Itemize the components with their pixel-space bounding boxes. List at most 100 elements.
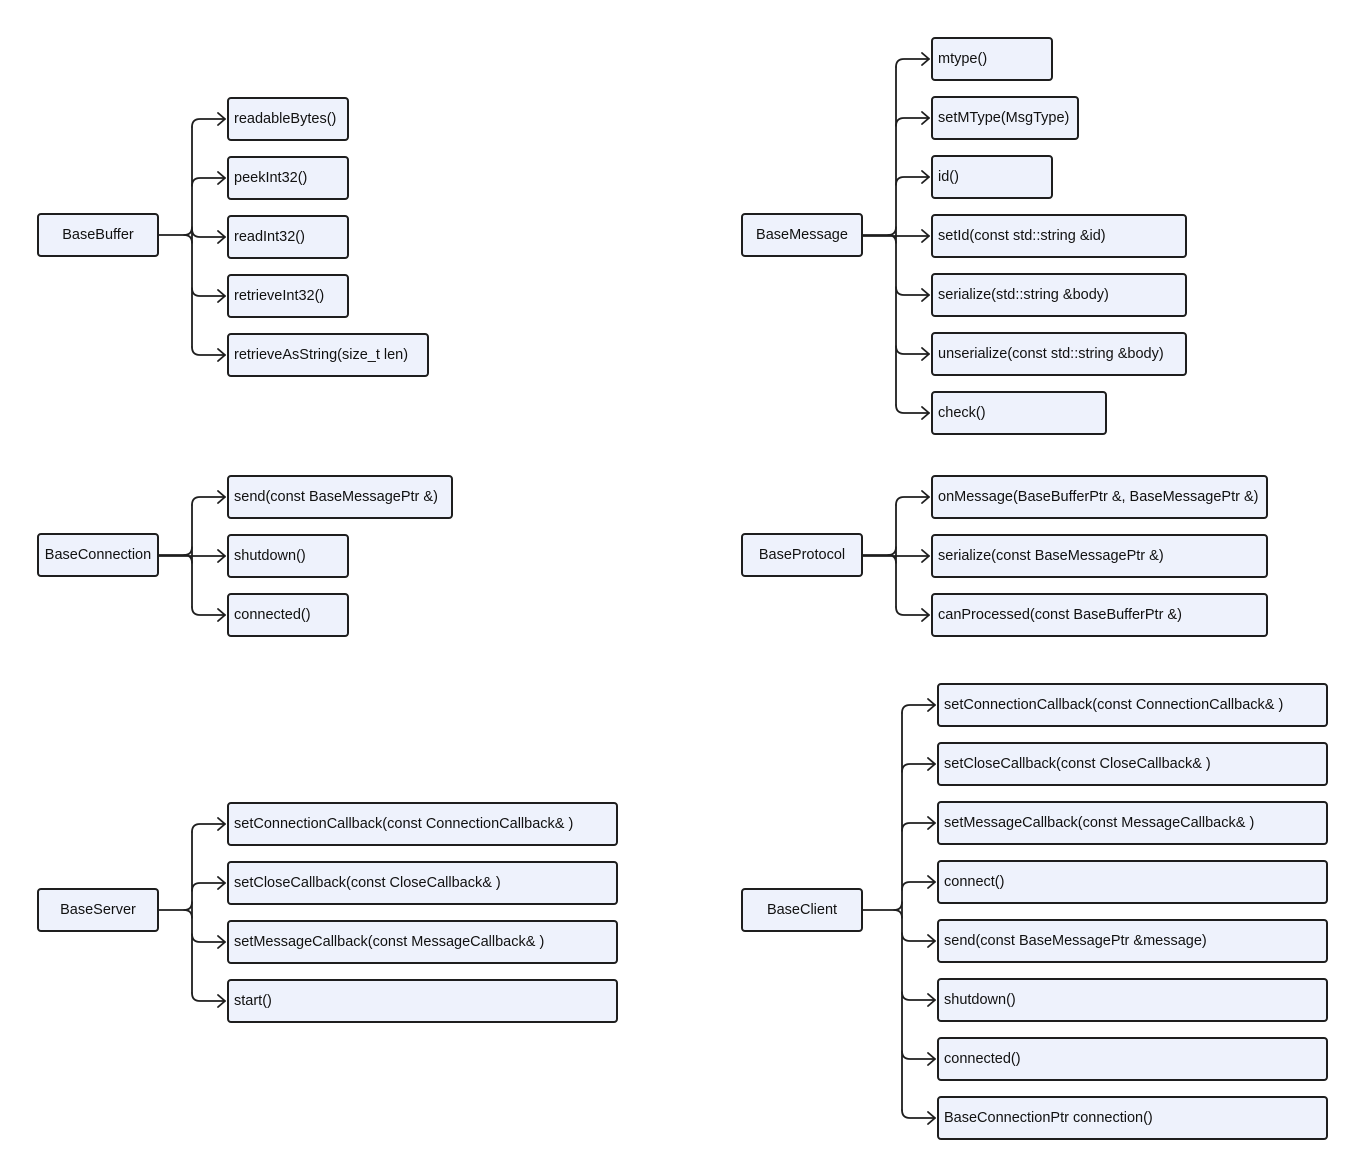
connector-client-branch-4 bbox=[901, 932, 936, 942]
arrowhead-client-1 bbox=[927, 757, 936, 771]
arrowhead-protocol-1 bbox=[921, 549, 930, 563]
method-node-buffer-3: retrieveInt32() bbox=[227, 274, 349, 318]
method-node-connection-1: shutdown() bbox=[227, 534, 349, 578]
method-node-protocol-1-label: serialize(const BaseMessagePtr &) bbox=[938, 547, 1164, 564]
connector-buffer-branch-1 bbox=[191, 177, 226, 187]
arrowhead-connection-2 bbox=[217, 608, 226, 622]
arrowhead-connection-0 bbox=[217, 490, 226, 504]
method-node-buffer-2: readInt32() bbox=[227, 215, 349, 259]
arrowhead-buffer-4 bbox=[217, 348, 226, 362]
method-node-buffer-4-label: retrieveAsString(size_t len) bbox=[234, 346, 409, 363]
arrowhead-message-1 bbox=[921, 111, 930, 125]
connector-client-branch-5 bbox=[901, 991, 936, 1001]
connector-connection-branch-0 bbox=[191, 496, 226, 506]
arrowhead-client-3 bbox=[927, 875, 936, 889]
arrowhead-message-0 bbox=[921, 52, 930, 66]
method-node-message-2: id() bbox=[931, 155, 1053, 199]
connector-buffer-branch-4 bbox=[191, 346, 226, 356]
connector-message-branch-1 bbox=[895, 117, 930, 127]
arrowhead-message-3 bbox=[921, 229, 930, 243]
connector-client-branch-1 bbox=[901, 763, 936, 773]
method-node-buffer-0-label: readableBytes() bbox=[234, 110, 337, 127]
arrowhead-server-0 bbox=[217, 817, 226, 831]
method-node-message-4: serialize(std::string &body) bbox=[931, 273, 1187, 317]
connector-message-branch-6 bbox=[895, 404, 930, 414]
arrowhead-buffer-3 bbox=[217, 289, 226, 303]
method-node-connection-2-label: connected() bbox=[234, 606, 311, 623]
method-node-server-3-label: start() bbox=[234, 992, 272, 1009]
connector-connection-trunk-up bbox=[158, 546, 193, 556]
arrowhead-protocol-2 bbox=[921, 608, 930, 622]
arrowhead-buffer-0 bbox=[217, 112, 226, 126]
connector-client-branch-6 bbox=[901, 1050, 936, 1060]
method-node-client-2: setMessageCallback(const MessageCallback… bbox=[937, 801, 1328, 845]
method-node-buffer-1: peekInt32() bbox=[227, 156, 349, 200]
method-node-message-0: mtype() bbox=[931, 37, 1053, 81]
method-node-buffer-0: readableBytes() bbox=[227, 97, 349, 141]
class-node-buffer-label: BaseBuffer bbox=[62, 226, 134, 243]
arrowhead-message-5 bbox=[921, 347, 930, 361]
method-node-client-2-label: setMessageCallback(const MessageCallback… bbox=[944, 814, 1255, 831]
method-node-client-6: connected() bbox=[937, 1037, 1328, 1081]
connector-server-branch-2 bbox=[191, 933, 226, 943]
method-node-client-5-label: shutdown() bbox=[944, 991, 1016, 1008]
method-node-message-6-label: check() bbox=[938, 404, 986, 421]
method-node-server-3: start() bbox=[227, 979, 618, 1023]
method-node-message-5-label: unserialize(const std::string &body) bbox=[938, 345, 1164, 362]
method-node-client-3: connect() bbox=[937, 860, 1328, 904]
method-node-buffer-4: retrieveAsString(size_t len) bbox=[227, 333, 429, 377]
arrowhead-client-7 bbox=[927, 1111, 936, 1125]
connector-message-branch-5 bbox=[895, 345, 930, 355]
method-node-client-0: setConnectionCallback(const ConnectionCa… bbox=[937, 683, 1328, 727]
connector-message-branch-2 bbox=[895, 176, 930, 186]
class-node-message: BaseMessage bbox=[741, 213, 863, 257]
connector-client-branch-7 bbox=[901, 1109, 936, 1119]
connector-server-trunk-down bbox=[183, 909, 193, 919]
connector-client-trunk-up bbox=[862, 901, 903, 911]
method-node-server-2: setMessageCallback(const MessageCallback… bbox=[227, 920, 618, 964]
arrowhead-buffer-1 bbox=[217, 171, 226, 185]
method-node-server-0: setConnectionCallback(const ConnectionCa… bbox=[227, 802, 618, 846]
class-node-protocol: BaseProtocol bbox=[741, 533, 863, 577]
connector-server-branch-1 bbox=[191, 882, 226, 892]
method-node-connection-1-label: shutdown() bbox=[234, 547, 306, 564]
connector-buffer-branch-0 bbox=[191, 118, 226, 128]
method-node-protocol-2-label: canProcessed(const BaseBufferPtr &) bbox=[938, 606, 1182, 623]
method-node-client-6-label: connected() bbox=[944, 1050, 1021, 1067]
connector-message-branch-0 bbox=[895, 58, 930, 68]
method-node-message-4-label: serialize(std::string &body) bbox=[938, 286, 1109, 303]
method-node-protocol-0-label: onMessage(BaseBufferPtr &, BaseMessagePt… bbox=[938, 488, 1259, 505]
method-node-client-3-label: connect() bbox=[944, 873, 1005, 890]
method-node-message-2-label: id() bbox=[938, 168, 959, 185]
method-node-protocol-0: onMessage(BaseBufferPtr &, BaseMessagePt… bbox=[931, 475, 1268, 519]
arrowhead-client-4 bbox=[927, 934, 936, 948]
connector-protocol-trunk-up bbox=[862, 546, 897, 556]
class-node-protocol-label: BaseProtocol bbox=[758, 546, 846, 563]
connector-buffer-branch-2 bbox=[191, 228, 226, 238]
connector-protocol-branch-0 bbox=[895, 496, 930, 506]
connector-protocol-branch-2 bbox=[895, 606, 930, 616]
connector-server-trunk-up bbox=[158, 901, 193, 911]
method-node-client-4-label: send(const BaseMessagePtr &message) bbox=[944, 932, 1207, 949]
method-node-server-1: setCloseCallback(const CloseCallback& ) bbox=[227, 861, 618, 905]
class-node-server: BaseServer bbox=[37, 888, 159, 932]
connector-buffer-trunk-down bbox=[183, 234, 193, 244]
method-node-connection-2: connected() bbox=[227, 593, 349, 637]
method-node-client-1: setCloseCallback(const CloseCallback& ) bbox=[937, 742, 1328, 786]
arrowhead-client-5 bbox=[927, 993, 936, 1007]
arrowhead-client-0 bbox=[927, 698, 936, 712]
method-node-client-7-label: BaseConnectionPtr connection() bbox=[944, 1109, 1153, 1126]
method-node-server-2-label: setMessageCallback(const MessageCallback… bbox=[234, 933, 545, 950]
method-node-buffer-1-label: peekInt32() bbox=[234, 169, 308, 186]
method-node-message-5: unserialize(const std::string &body) bbox=[931, 332, 1187, 376]
arrowhead-server-2 bbox=[217, 935, 226, 949]
connector-client-branch-0 bbox=[901, 704, 936, 714]
class-node-connection: BaseConnection bbox=[37, 533, 159, 577]
connector-message-trunk-up bbox=[862, 226, 897, 236]
arrowhead-server-3 bbox=[217, 994, 226, 1008]
arrowhead-buffer-2 bbox=[217, 230, 226, 244]
method-node-protocol-2: canProcessed(const BaseBufferPtr &) bbox=[931, 593, 1268, 637]
class-node-client-label: BaseClient bbox=[766, 901, 838, 918]
